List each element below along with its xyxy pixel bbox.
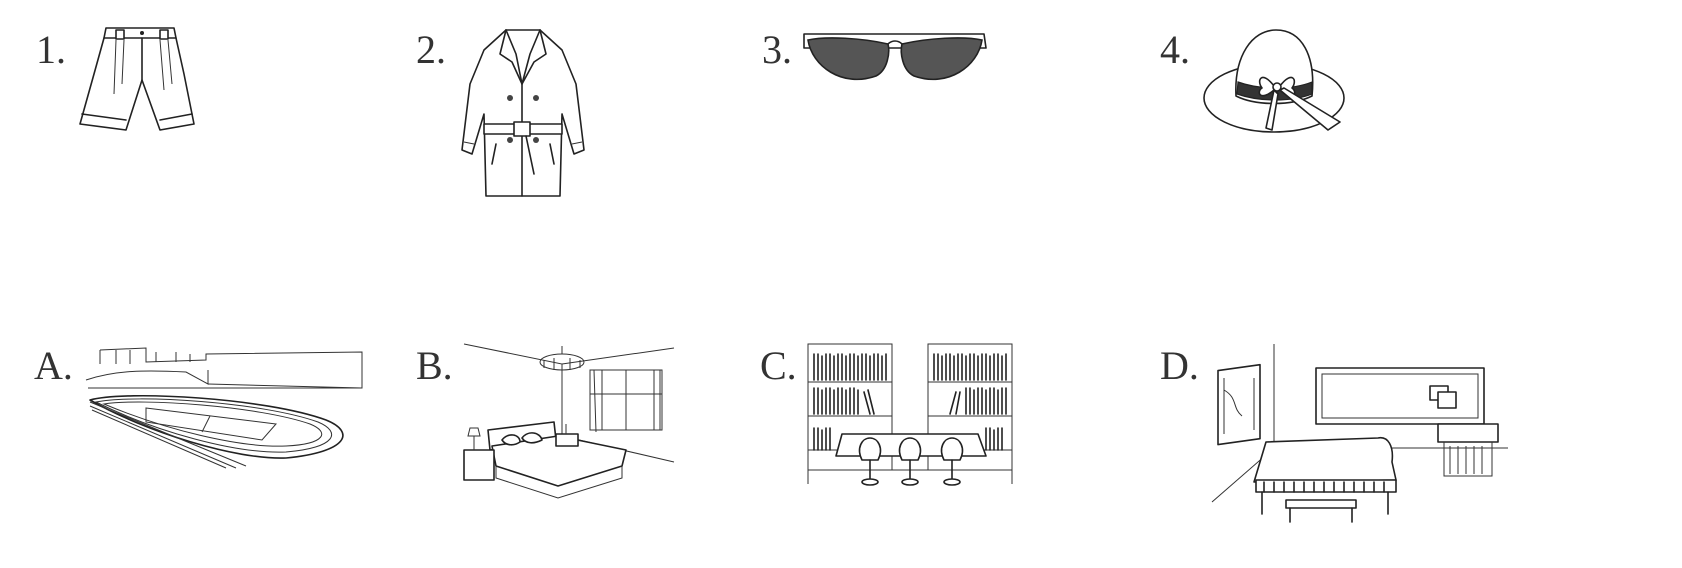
sports-field-icon: [86, 340, 364, 470]
place-c-letter: C.: [760, 343, 797, 388]
place-d-letter: D.: [1160, 343, 1199, 388]
item-2-number: 2.: [416, 27, 446, 72]
library-icon: [806, 342, 1014, 490]
place-a-letter: A.: [34, 343, 73, 388]
sunglasses-icon: [802, 26, 988, 90]
item-4-number: 4.: [1160, 27, 1190, 72]
music-room-icon: [1208, 342, 1508, 524]
sun-hat-icon: [1200, 26, 1348, 144]
bedroom-icon: [462, 342, 676, 498]
item-3-number: 3.: [762, 27, 792, 72]
item-1-number: 1.: [36, 27, 66, 72]
place-b-letter: B.: [416, 343, 453, 388]
trench-coat-icon: [456, 24, 591, 200]
shorts-icon: [76, 24, 201, 134]
